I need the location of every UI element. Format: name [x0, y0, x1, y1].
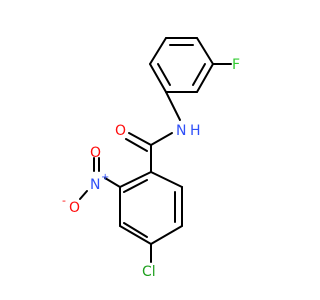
nitro-oxygen-lower-label: O — [69, 200, 80, 216]
nitro-negative-charge: - — [62, 194, 66, 207]
amide-hydrogen-label: H — [190, 123, 201, 139]
nitro-positive-charge: + — [101, 172, 109, 183]
chlorine-label: Cl — [142, 264, 156, 280]
atom-labels: F N H O N + O O - Cl — [62, 57, 240, 280]
carbonyl-oxygen-label: O — [115, 123, 126, 139]
molecule-structure: F N H O N + O O - Cl — [62, 37, 240, 280]
nitro-nitrogen-label: N — [90, 177, 100, 193]
fluorine-label: F — [232, 57, 240, 73]
nitro-oxygen-upper-label: O — [90, 145, 101, 161]
amide-nitrogen-label: N — [176, 123, 186, 139]
bond-lines — [79, 37, 232, 263]
